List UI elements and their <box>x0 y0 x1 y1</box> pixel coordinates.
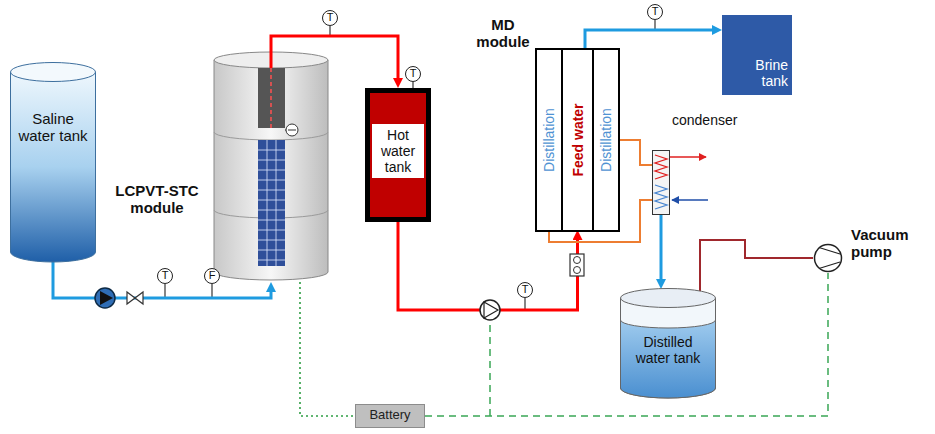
md-module: MD moduleDistillationFeed waterDistillat… <box>535 48 620 232</box>
pipe-connector <box>425 273 828 416</box>
feed-pump-symbol <box>95 288 115 308</box>
pipe-connector <box>700 240 813 291</box>
node-heading: condenser <box>672 112 756 128</box>
lcpvt-stc-module-shape <box>212 50 330 282</box>
pipe-connector <box>618 140 652 165</box>
condenser-shape <box>652 150 670 215</box>
sensor-label: T <box>517 282 533 298</box>
node-label: Hot water tank <box>372 124 424 178</box>
pipe-connector <box>585 30 714 48</box>
saline-water-tank: Saline water tank <box>10 62 96 262</box>
node-heading: MD module <box>473 16 533 51</box>
gauge-needle <box>288 130 296 131</box>
distilled-water-tank: Distilled water tank <box>620 288 716 398</box>
coolant-inlet <box>672 199 708 201</box>
node-label: Saline water tank <box>14 110 92 145</box>
node-label: Distillation <box>541 108 557 172</box>
thermal-absorber <box>258 68 285 128</box>
tube-band <box>214 132 328 140</box>
distillation-channel: Distillation <box>537 50 561 230</box>
pipe-connector <box>660 215 663 281</box>
node-label: Brine tank <box>740 57 788 89</box>
condenser-shell <box>653 151 670 215</box>
sensor-stems <box>165 20 655 310</box>
cold-coil <box>655 185 667 209</box>
node-label: Distillation <box>598 108 614 172</box>
tank-top <box>621 289 716 308</box>
distillation-channel: Distillation <box>594 50 618 230</box>
battery: Battery <box>355 404 425 428</box>
feed-channel: Feed water <box>561 50 594 230</box>
distilled-water <box>621 320 716 398</box>
vacuum-pump-shape <box>813 243 843 273</box>
circulation-pump-symbol <box>480 300 500 320</box>
hot-outlet <box>270 50 273 68</box>
tank-body <box>621 298 716 398</box>
pump-triangle <box>100 291 113 305</box>
pv-grid <box>258 140 285 266</box>
tank-top <box>11 63 96 82</box>
node-label: Distilled water tank <box>630 334 706 366</box>
condenser: condenser <box>652 150 670 215</box>
heat-pipe <box>270 68 272 128</box>
flowmeter-rotor <box>574 257 581 264</box>
pipe-connector <box>300 282 355 416</box>
pump-triangle <box>484 302 498 318</box>
node-heading: Vacuum pump <box>851 226 931 261</box>
pump-vanes <box>819 248 840 269</box>
power-wire <box>489 320 491 416</box>
flowmeter-symbol <box>570 254 584 276</box>
pipe-connector <box>398 222 578 310</box>
hot-water-tank: Hot water tank <box>365 88 431 222</box>
saline-water-tank-shape <box>10 62 96 262</box>
sensor-label: F <box>204 268 220 284</box>
sensor-label: T <box>647 4 663 20</box>
sensor-label: T <box>322 10 338 26</box>
collector-tube <box>214 60 328 280</box>
pv-panel <box>258 140 285 266</box>
node-label: Battery <box>356 408 424 423</box>
sensor-stem <box>164 284 165 298</box>
sensor-stem <box>524 298 525 310</box>
node-heading: LCPVT-STC module <box>108 182 206 217</box>
hot-coil <box>655 155 667 179</box>
lcpvt-stc-module: LCPVT-STC module <box>212 50 330 282</box>
gauge-dial <box>286 124 298 136</box>
pump-casing <box>815 245 842 272</box>
valve-symbol <box>127 292 143 304</box>
coolant-outlet <box>670 156 706 158</box>
node-label: Feed water <box>569 103 585 176</box>
sensor-label: T <box>405 66 421 82</box>
sensor-label: T <box>157 268 173 284</box>
sensor-stem <box>211 284 212 298</box>
vacuum-pump: Vacuum pump <box>813 243 843 273</box>
tank-body <box>11 72 96 262</box>
flowmeter-rotor <box>574 267 581 274</box>
tank-body <box>368 91 429 220</box>
brine-tank: Brine tank <box>722 15 792 95</box>
